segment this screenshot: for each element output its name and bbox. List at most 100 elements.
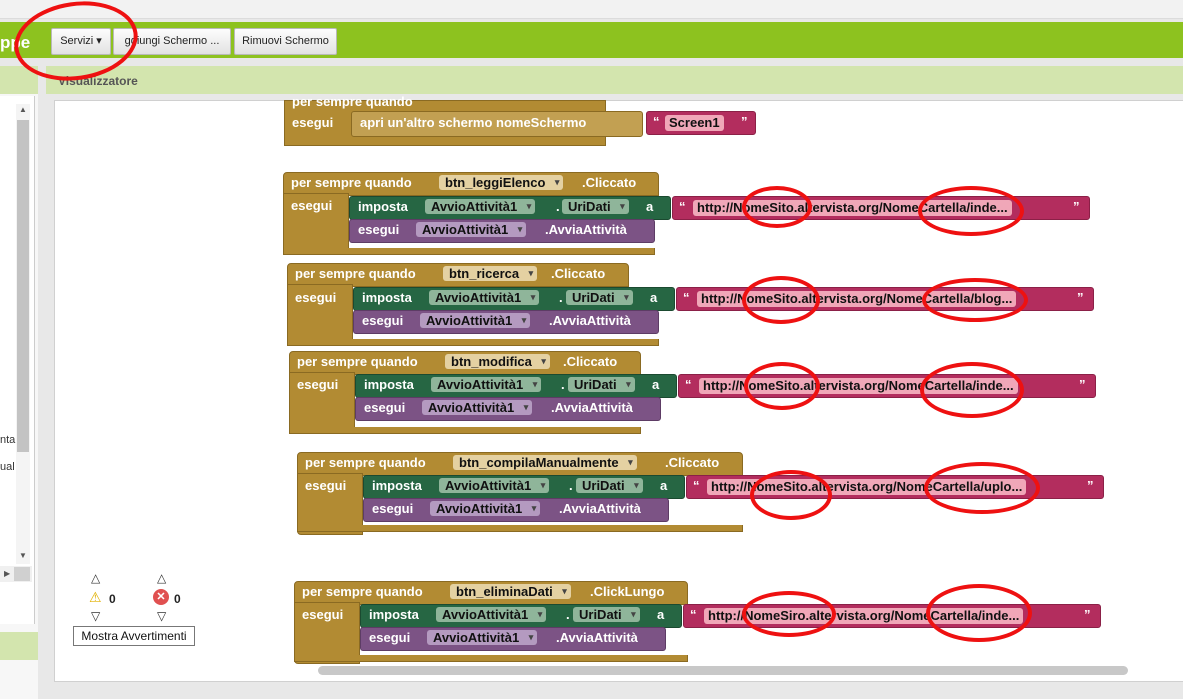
warnings-prev-icon[interactable]: △ xyxy=(91,571,101,585)
annotation-circle xyxy=(742,276,820,324)
event-when-label: per sempre quando xyxy=(297,354,418,369)
chevron-down-icon: ▾ xyxy=(528,268,534,278)
annotation-circle xyxy=(922,278,1028,322)
chevron-down-icon: ▾ xyxy=(620,201,625,211)
event-block-tail xyxy=(294,655,688,662)
component-dropdown[interactable]: btn_eliminaDati▾ xyxy=(450,584,571,599)
chevron-down-icon: ▾ xyxy=(631,609,636,619)
chevron-down-icon: ▾ xyxy=(562,586,567,596)
component-dropdown[interactable]: btn_modifica▾ xyxy=(445,354,550,369)
chevron-down-icon: ▾ xyxy=(521,315,527,325)
event-name: .Cliccato xyxy=(582,175,637,190)
app-title: ppe xyxy=(0,33,31,52)
event-name: .Cliccato xyxy=(563,354,618,369)
method-label: .AvviaAttività xyxy=(549,313,631,328)
component-dropdown[interactable]: AvvioAttività1▾ xyxy=(427,630,538,645)
annotation-circle xyxy=(744,362,820,410)
set-label: imposta xyxy=(369,607,419,622)
event-when-label: per sempre quando xyxy=(302,584,423,599)
text-block[interactable]: “ http://NomeSito.altervista.org/NomeCar… xyxy=(686,475,1104,499)
component-dropdown[interactable]: AvvioAttività1▾ xyxy=(431,377,542,392)
event-name: .Cliccato xyxy=(665,455,720,470)
exec-label: esegui xyxy=(302,607,344,622)
chevron-down-icon: ▾ xyxy=(628,457,633,467)
component-dropdown[interactable]: btn_compilaManualmente▾ xyxy=(453,455,637,470)
annotation-circle xyxy=(742,591,836,637)
event-block-body[interactable] xyxy=(294,602,360,664)
text-block[interactable]: “ http://NomeSito.altervista.org/NomeCar… xyxy=(676,287,1094,311)
dot-label: . xyxy=(561,377,565,392)
component-dropdown[interactable]: AvvioAttività1▾ xyxy=(439,478,550,493)
errors-prev-icon[interactable]: △ xyxy=(157,571,167,585)
call-exec-label: esegui xyxy=(358,222,400,237)
error-count: 0 xyxy=(174,592,181,606)
method-label: .AvviaAttività xyxy=(545,222,627,237)
chevron-down-icon: ▾ xyxy=(624,292,629,302)
annotation-circle xyxy=(926,584,1032,642)
viewer-header xyxy=(46,66,1183,94)
annotation-circle xyxy=(918,186,1024,236)
property-dropdown[interactable]: UriDati▾ xyxy=(566,290,633,305)
annotation-circle xyxy=(750,470,832,520)
property-dropdown[interactable]: UriDati▾ xyxy=(568,377,635,392)
warning-count: 0 xyxy=(109,592,116,606)
add-screen-button[interactable]: ggiungi Schermo ... xyxy=(113,28,231,55)
property-dropdown[interactable]: UriDati▾ xyxy=(576,478,643,493)
scroll-down-icon[interactable]: ▼ xyxy=(19,551,27,560)
scroll-right-icon[interactable]: ▶ xyxy=(4,569,11,578)
component-dropdown[interactable]: AvvioAttività1▾ xyxy=(422,400,533,415)
open-screen-block[interactable] xyxy=(351,111,643,137)
scroll-up-icon[interactable]: ▲ xyxy=(19,105,27,114)
set-label: imposta xyxy=(362,290,412,305)
open-screen-label: apri un'altro schermo nomeSchermo xyxy=(360,115,587,130)
text-block[interactable]: “ Screen1 ” xyxy=(646,111,756,135)
remove-screen-button[interactable]: Rimuovi Schermo xyxy=(234,28,337,55)
left-panel-scroll-thumb[interactable] xyxy=(17,120,29,452)
component-dropdown[interactable]: btn_leggiElenco▾ xyxy=(439,175,564,190)
set-label: imposta xyxy=(358,199,408,214)
exec-label: esegui xyxy=(295,290,337,305)
chevron-down-icon: ▾ xyxy=(540,480,546,490)
show-warnings-button[interactable]: Mostra Avvertimenti xyxy=(73,626,195,646)
component-dropdown[interactable]: AvvioAttività1▾ xyxy=(425,199,536,214)
component-dropdown[interactable]: AvvioAttività1▾ xyxy=(430,501,541,516)
chevron-down-icon: ▾ xyxy=(537,609,543,619)
text-block[interactable]: “ http://NomeSito.altervista.org/NomeCar… xyxy=(678,374,1096,398)
event-block-tail xyxy=(297,525,743,532)
chevron-down-icon: ▾ xyxy=(530,292,536,302)
chevron-down-icon: ▾ xyxy=(531,503,537,513)
component-dropdown[interactable]: AvvioAttività1▾ xyxy=(416,222,527,237)
event-block-body[interactable] xyxy=(297,473,363,535)
chevron-down-icon: ▾ xyxy=(554,177,560,187)
property-dropdown[interactable]: UriDati▾ xyxy=(573,607,640,622)
event-when-label: per sempre quando xyxy=(305,455,426,470)
component-dropdown[interactable]: AvvioAttività1▾ xyxy=(429,290,540,305)
text-value[interactable]: Screen1 xyxy=(665,115,724,131)
chevron-down-icon: ▾ xyxy=(528,632,534,642)
viewer-title: Visualizzatore xyxy=(58,74,138,88)
property-dropdown[interactable]: UriDati▾ xyxy=(562,199,629,214)
errors-next-icon[interactable]: ▽ xyxy=(157,609,167,623)
component-dropdown[interactable]: btn_ricerca▾ xyxy=(443,266,538,281)
event-block-body[interactable] xyxy=(283,193,349,255)
component-dropdown[interactable]: AvvioAttività1▾ xyxy=(420,313,531,328)
annotation-circle xyxy=(924,462,1040,514)
set-label: imposta xyxy=(372,478,422,493)
chevron-down-icon: ▾ xyxy=(541,356,546,366)
services-menu-button[interactable]: Servizi ▾ xyxy=(51,28,111,55)
left-panel-hscroll-thumb[interactable] xyxy=(14,567,30,581)
call-exec-label: esegui xyxy=(364,400,406,415)
event-block-tail xyxy=(283,248,655,255)
component-dropdown[interactable]: AvvioAttività1▾ xyxy=(436,607,547,622)
call-exec-label: esegui xyxy=(372,501,414,516)
to-label: a xyxy=(646,199,654,214)
warnings-next-icon[interactable]: ▽ xyxy=(91,609,101,623)
event-block-body[interactable] xyxy=(289,372,355,434)
to-label: a xyxy=(660,478,668,493)
workspace-horizontal-scrollbar[interactable] xyxy=(318,666,1128,675)
event-name: .Cliccato xyxy=(551,266,606,281)
chevron-down-icon: ▾ xyxy=(532,379,538,389)
event-header-label: per sempre quando xyxy=(292,94,413,109)
to-label: a xyxy=(657,607,665,622)
text-block[interactable]: “ http://NomeSito.altervista.org/NomeCar… xyxy=(672,196,1090,220)
